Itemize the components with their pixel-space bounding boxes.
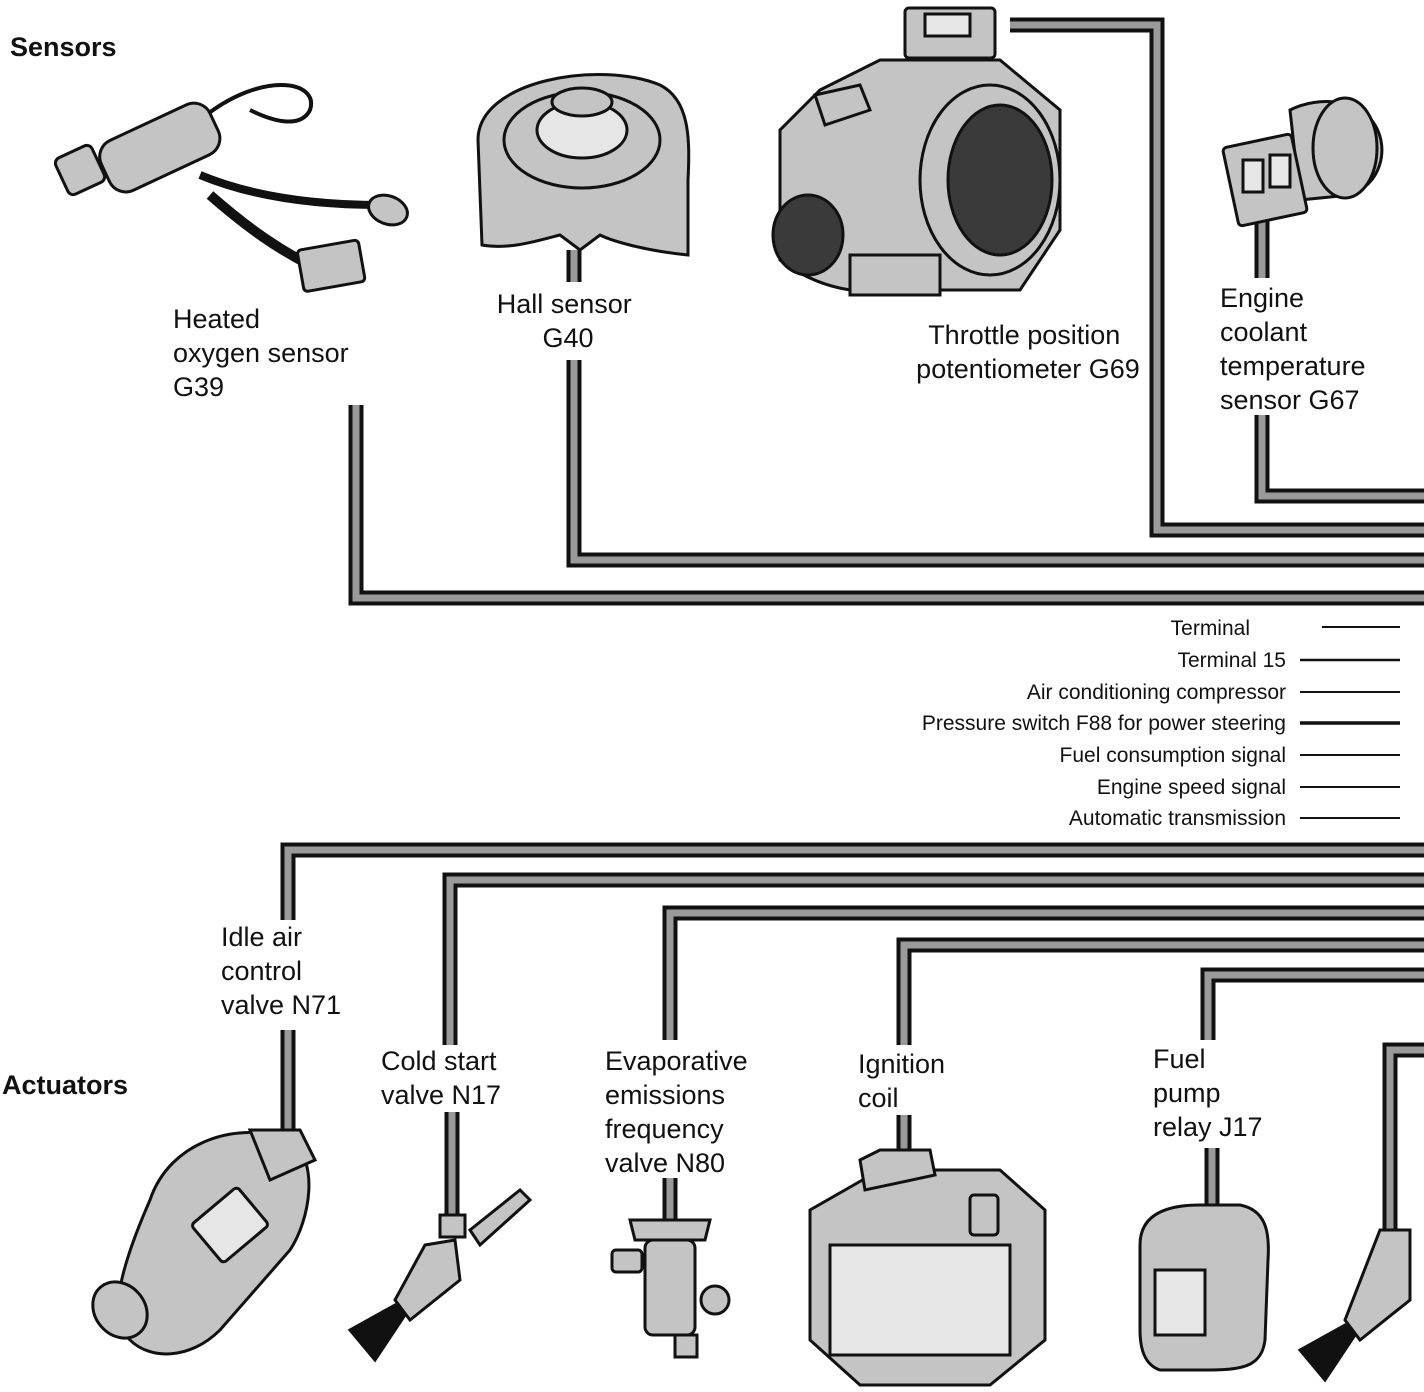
cold-start-wire <box>442 872 1424 1045</box>
hall-sensor-label: Hall sensor G40 <box>497 289 640 353</box>
cold-start-label: Cold start valve N17 <box>381 1046 504 1110</box>
coolant-sensor-label: Engine coolant temperature sensor G67 <box>1220 283 1373 415</box>
actuator-wires <box>280 842 1424 1230</box>
legend-labels: Terminal Terminal 15 Air conditioning co… <box>922 617 1286 830</box>
legend-automatic-transmission: Automatic transmission <box>1069 807 1286 830</box>
legend-engine-speed: Engine speed signal <box>1097 776 1286 799</box>
legend-terminal: Terminal <box>1171 617 1250 640</box>
idle-air-valve-illustration <box>91 1128 318 1356</box>
idle-air-label: Idle air control valve N71 <box>221 922 341 1020</box>
sensors-heading: Sensors <box>10 32 117 62</box>
ignition-coil-illustration <box>808 1148 1047 1387</box>
throttle-body-illustration <box>771 6 1062 297</box>
actuator-labels: Idle air control valve N71 Cold start va… <box>221 922 1263 1178</box>
oxygen-sensor-illustration <box>53 83 409 293</box>
legend-fuel-consumption: Fuel consumption signal <box>1060 744 1286 767</box>
actuators-heading: Actuators <box>2 1070 128 1100</box>
injector-wire <box>1382 1042 1424 1230</box>
fuel-pump-label: Fuel pump relay J17 <box>1153 1044 1263 1142</box>
legend-terminal-15: Terminal 15 <box>1177 649 1286 672</box>
sensor-wires <box>348 17 1424 606</box>
legend-lines <box>1300 626 1400 819</box>
injector-illustration <box>1297 1228 1412 1383</box>
fuel-pump-relay-illustration <box>1138 1203 1270 1372</box>
oxygen-sensor-label: Heated oxygen sensor G39 <box>173 304 356 402</box>
throttle-sensor-label: Throttle position potentiometer G69 <box>916 320 1140 384</box>
legend-pressure-switch: Pressure switch F88 for power steering <box>922 712 1286 735</box>
legend-ac-compressor: Air conditioning compressor <box>1027 681 1286 704</box>
ignition-coil-wire <box>896 937 1424 1045</box>
fuel-pump-wire <box>1200 967 1424 1040</box>
coolant-sensor-wire <box>1254 415 1424 504</box>
hall-sensor-illustration <box>476 73 691 257</box>
cold-start-valve-illustration <box>347 1187 533 1363</box>
throttle-sensor-wire <box>1010 17 1424 538</box>
ignition-coil-label: Ignition coil <box>858 1049 953 1113</box>
evap-valve-label: Evaporative emissions frequency valve N8… <box>605 1046 755 1178</box>
evap-valve-illustration <box>610 1218 731 1359</box>
coolant-sensor-illustration <box>1221 96 1384 228</box>
sensor-labels: Heated oxygen sensor G39 Hall sensor G40… <box>173 283 1373 415</box>
